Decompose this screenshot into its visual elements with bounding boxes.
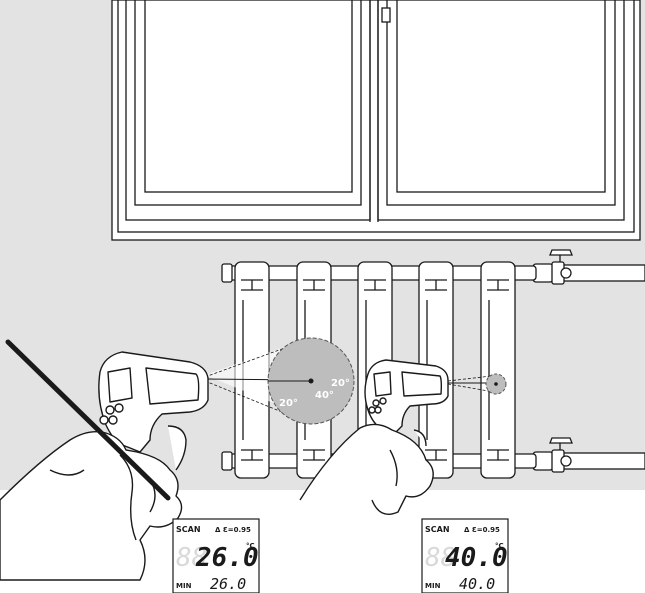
lcd-mode-label-right: SCAN: [425, 525, 450, 534]
window-icon: [111, 0, 641, 241]
lcd-unit-right: °C: [495, 542, 504, 550]
angle-label-center: 40°: [315, 390, 334, 401]
lcd-emissivity: Δ Ɛ=0.95: [215, 526, 251, 534]
lcd-main-value: 26.0: [195, 543, 259, 573]
lcd-min-label-right: MIN: [425, 582, 441, 590]
valve-icon-bottom: [532, 437, 573, 473]
lcd-ghost-digits-right: 88: [425, 543, 456, 573]
valve-icon: [532, 249, 573, 285]
lcd-mode-label: SCAN: [176, 525, 201, 534]
angle-label-upper: 20°: [331, 378, 350, 389]
measurement-spot-narrow: [447, 373, 507, 395]
lcd-ghost-digits: 88: [176, 543, 207, 573]
measurement-spot-wide: 40° 20° 20°: [204, 337, 355, 425]
lcd-display-right: SCAN Δ Ɛ=0.95 88 40.0 °C MIN 40.0: [421, 518, 509, 593]
lcd-unit: °C: [246, 542, 255, 550]
lcd-min-label: MIN: [176, 582, 192, 590]
lcd-min-value: 26.0: [210, 575, 246, 593]
lcd-main-value-right: 40.0: [445, 543, 508, 573]
lcd-emissivity-right: Δ Ɛ=0.95: [464, 526, 500, 534]
angle-label-lower: 20°: [279, 398, 298, 409]
lcd-display-left: SCAN Δ Ɛ=0.95 88 26.0 °C MIN 26.0: [172, 518, 260, 593]
lcd-min-value-right: 40.0: [459, 575, 495, 593]
strike-through-line: [5, 339, 171, 501]
thermometer-gun-icon-right: [299, 359, 449, 515]
